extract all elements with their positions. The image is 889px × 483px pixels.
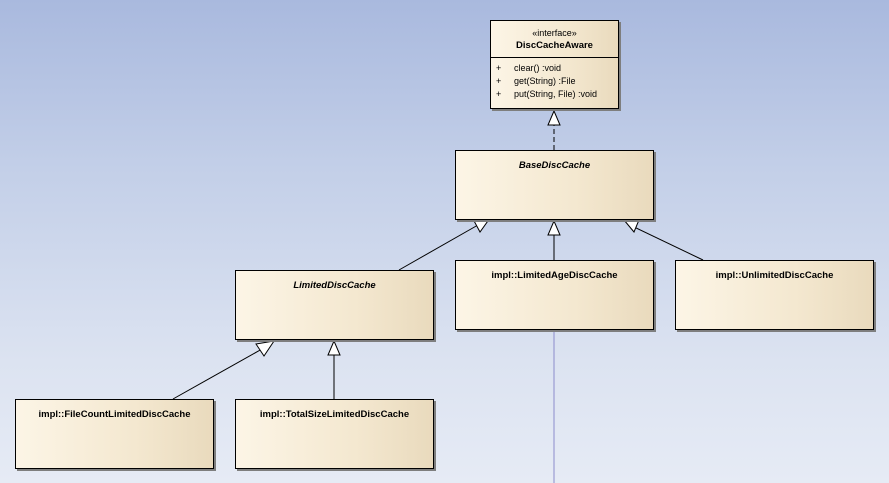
interface-header: «interface» DiscCacheAware [491,21,618,58]
interface-disccacheaware[interactable]: «interface» DiscCacheAware + clear() :voi… [490,20,619,109]
generalization-arrowhead-totalsize-to-limited [327,339,341,356]
interface-stereotype: «interface» [532,28,577,38]
class-name: impl::FileCountLimitedDiscCache [38,409,191,420]
generalization-arrowhead-unlimited-to-base [622,219,640,233]
operation-signature: put(String, File) :void [514,89,598,99]
operation-signature: get(String) :File [514,76,576,86]
generalization-line-limited-to-base [398,224,479,271]
class-limiteddisccache[interactable]: LimitedDiscCache [235,270,434,340]
operation-signature: clear() :void [514,63,562,73]
class-limitedagedisccache[interactable]: impl::LimitedAgeDiscCache [455,260,654,330]
class-name: impl::TotalSizeLimitedDiscCache [259,409,410,420]
class-basedisccache[interactable]: BaseDiscCache [455,150,654,220]
generalization-line-unlimited-to-base [633,226,704,261]
operation-visibility: + [496,89,502,99]
generalization-arrowhead-limitedage-to-base [547,219,561,236]
class-name: BaseDiscCache [518,160,591,171]
operation-visibility: + [496,63,502,73]
operation-visibility: + [496,76,502,86]
generalization-arrowhead-filecount-to-limited [255,340,276,357]
generalization-arrowhead-limited-to-base [472,217,492,233]
interface-name: DiscCacheAware [516,40,593,51]
class-filecountlimiteddisccache[interactable]: impl::FileCountLimitedDiscCache [15,399,214,469]
operation-put: + put(String, File) :void [496,88,618,101]
operation-get: + get(String) :File [496,75,618,88]
class-name: impl::UnlimitedDiscCache [715,270,834,281]
realization-arrowhead-interface [547,109,561,126]
operation-clear: + clear() :void [496,62,618,75]
interface-operations: + clear() :void + get(String) :File + put(S… [491,58,618,101]
class-name: impl::LimitedAgeDiscCache [491,270,618,281]
class-unlimiteddisccache[interactable]: impl::UnlimitedDiscCache [675,260,874,330]
class-name: LimitedDiscCache [293,280,376,291]
class-totalsizelimiteddisccache[interactable]: impl::TotalSizeLimitedDiscCache [235,399,434,469]
generalization-line-filecount-to-limited [172,348,263,400]
